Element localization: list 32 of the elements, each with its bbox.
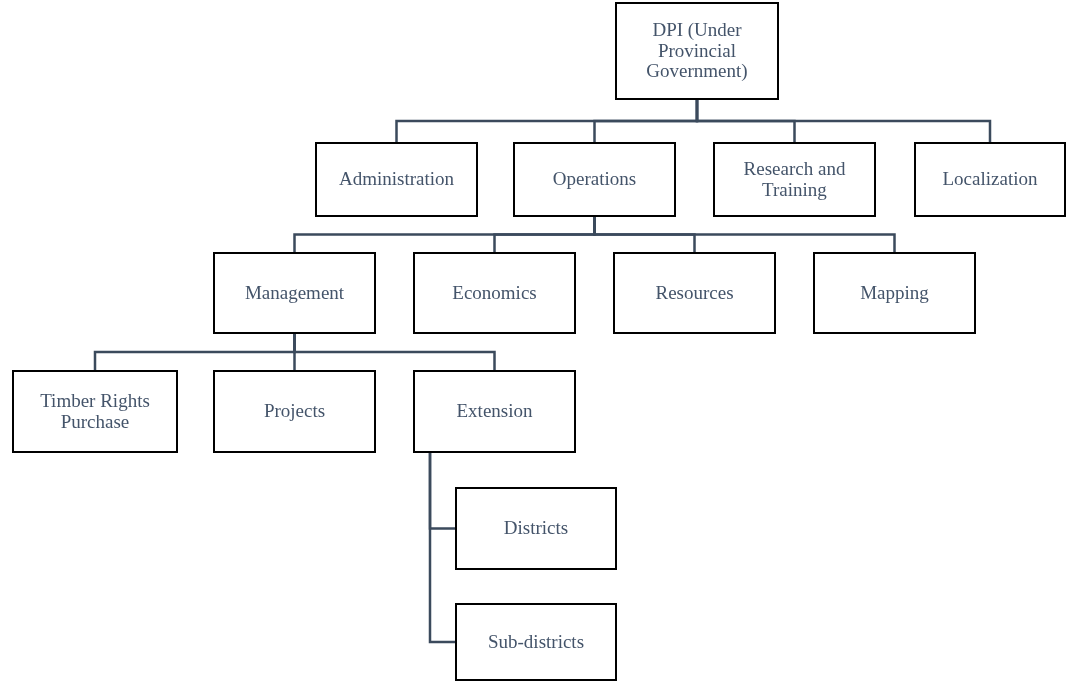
connector-line [695, 100, 992, 142]
org-box [813, 252, 976, 334]
connector-line [593, 217, 896, 252]
box-label: Localization [942, 169, 1038, 190]
org-box [213, 252, 376, 334]
box-label: Mapping [860, 282, 929, 304]
box-label: Sub-districts [487, 631, 585, 653]
org-box [213, 370, 376, 453]
connector-line [428, 453, 455, 644]
box-label: Research and Training [742, 158, 847, 201]
org-box [12, 370, 178, 453]
org-box [315, 142, 478, 217]
box-label: Resources [655, 282, 734, 304]
connector-line [293, 334, 496, 370]
box-label: Management [244, 282, 345, 304]
box-label: Extension [456, 401, 533, 422]
box-label: Operations [552, 169, 637, 190]
box-label: Economics [452, 282, 537, 304]
org-box [455, 603, 617, 681]
org-box [713, 142, 876, 217]
org-box [914, 142, 1066, 217]
box-label: Projects [263, 401, 326, 422]
box-label: Districts [503, 518, 569, 539]
org-box [455, 487, 617, 570]
box-label: Administration [338, 169, 455, 190]
box-label: Timber Rights Purchase [39, 390, 151, 433]
box-label: DPI (Under Provincial Government) [645, 19, 749, 83]
org-box [513, 142, 676, 217]
org-box [613, 252, 776, 334]
org-box [413, 252, 576, 334]
org-box [615, 2, 779, 100]
org-box [413, 370, 576, 453]
